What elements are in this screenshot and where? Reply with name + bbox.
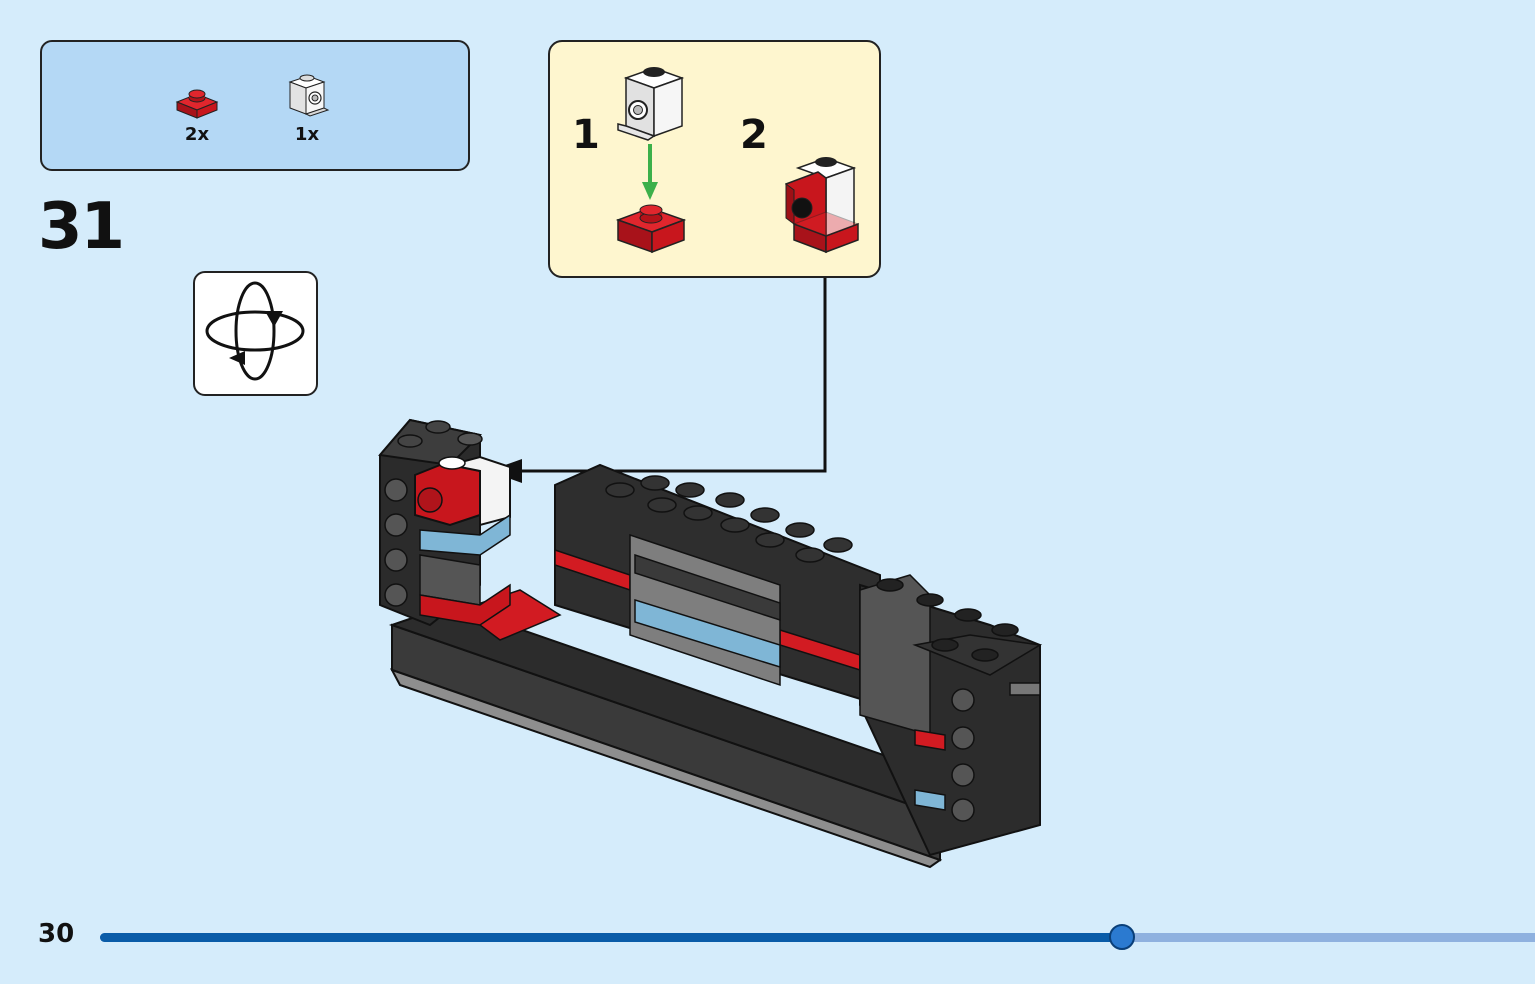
part-quantity: 2x: [184, 124, 210, 145]
rotate-model-icon: [205, 281, 305, 381]
progress-fill: [100, 933, 1123, 942]
parts-list-box: 2x 1x: [40, 40, 470, 171]
white-brick-part: [617, 67, 685, 141]
red-plate-part: [615, 204, 687, 254]
part-red-plate: 2x: [162, 86, 232, 145]
progress-knob: [1109, 924, 1136, 950]
page-number: 30: [38, 919, 75, 949]
part-quantity: 1x: [294, 124, 320, 145]
part-white-brick: 1x: [272, 66, 342, 145]
red-plate-icon: [175, 89, 219, 119]
white-brick-icon: [288, 74, 330, 117]
green-arrow-icon: [642, 144, 658, 200]
rotate-model-box: [193, 271, 318, 396]
substep-illustrations: [615, 67, 860, 254]
assembled-part: [785, 157, 860, 254]
model-illustration: [378, 418, 1043, 869]
progress-bar: [100, 924, 1535, 950]
substep-callout-box: 1 2: [548, 40, 881, 278]
substep-number-1: 1: [572, 112, 600, 158]
substep-number-2: 2: [740, 112, 768, 158]
step-number: 31: [38, 190, 125, 264]
